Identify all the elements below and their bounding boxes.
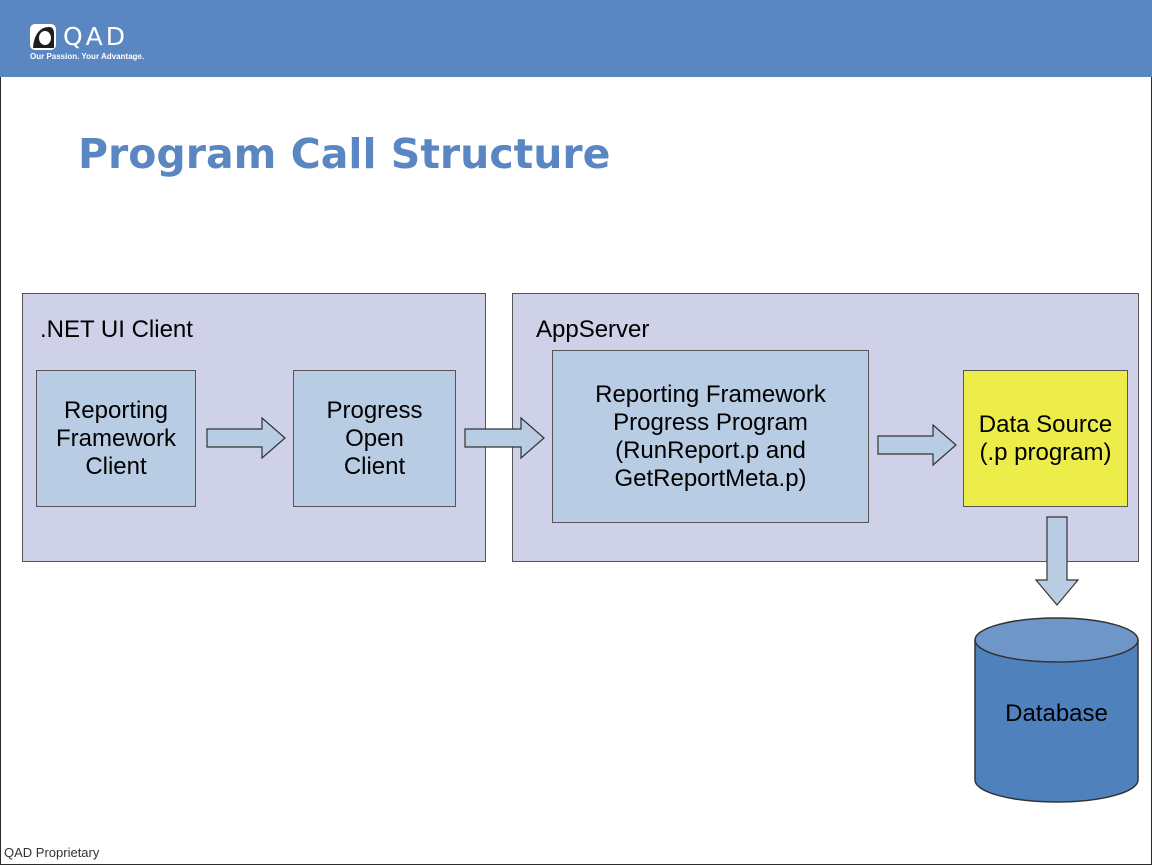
appserver-label: AppServer	[536, 316, 650, 343]
database-label: Database	[1005, 700, 1108, 727]
reporting-framework-client-text: Reporting Framework Client	[55, 396, 176, 480]
right-arrow-icon	[206, 416, 286, 460]
logo-wordmark: QAD	[63, 22, 129, 51]
progress-open-client-box: Progress Open Client	[293, 370, 456, 507]
qad-logo: QAD Our Passion. Your Advantage.	[30, 24, 144, 61]
dotnet-ui-client-label: .NET UI Client	[40, 316, 193, 343]
logo-tagline: Our Passion. Your Advantage.	[30, 52, 145, 61]
progress-open-client-text: Progress Open Client	[326, 396, 423, 480]
data-source-box: Data Source (.p program)	[963, 370, 1128, 507]
reporting-framework-program-box: Reporting Framework Progress Program (Ru…	[552, 350, 869, 523]
footer-proprietary: QAD Proprietary	[4, 845, 100, 860]
database-cylinder	[974, 617, 1139, 803]
header-bar: QAD Our Passion. Your Advantage.	[0, 0, 1152, 77]
reporting-framework-program-text: Reporting Framework Progress Program (Ru…	[595, 380, 826, 492]
page-title: Program Call Structure	[78, 130, 611, 178]
qad-logo-icon	[30, 24, 56, 50]
down-arrow-icon	[1034, 516, 1080, 606]
right-arrow-icon	[877, 423, 957, 467]
right-arrow-icon	[464, 416, 545, 460]
data-source-text: Data Source (.p program)	[978, 410, 1113, 466]
reporting-framework-client-box: Reporting Framework Client	[36, 370, 196, 507]
